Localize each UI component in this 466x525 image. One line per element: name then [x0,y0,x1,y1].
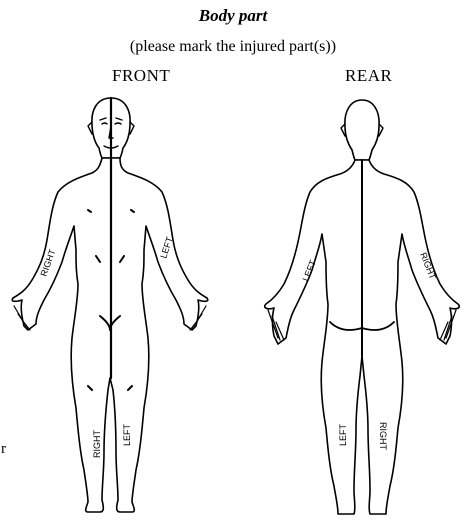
rear-head[interactable] [345,100,379,160]
rear-leg-right-label: RIGHT [378,422,388,451]
front-leg-left-label: LEFT [122,423,132,446]
front-leg-right-label: RIGHT [92,430,102,459]
rear-leg-left-label: LEFT [338,423,348,446]
rear-body-figure[interactable] [265,100,460,514]
front-body-figure[interactable] [12,98,208,512]
